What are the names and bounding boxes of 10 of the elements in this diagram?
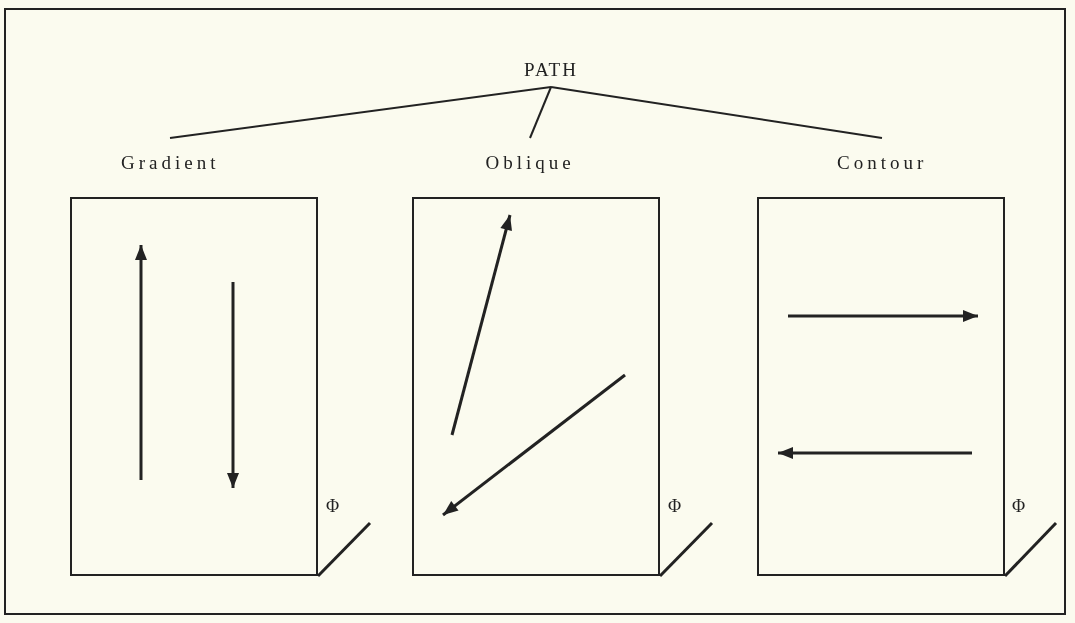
root-label: PATH bbox=[515, 55, 587, 85]
panel-heading: Gradient bbox=[121, 152, 220, 174]
connector-line bbox=[550, 86, 883, 139]
angle-symbol: Φ bbox=[668, 496, 682, 517]
panel-heading: Contour bbox=[837, 152, 928, 174]
connector-line bbox=[529, 86, 552, 139]
angle-symbol: Φ bbox=[1012, 496, 1026, 517]
angle-symbol: Φ bbox=[326, 496, 340, 517]
panel-heading: Oblique bbox=[485, 152, 575, 174]
connector-line bbox=[169, 86, 552, 139]
